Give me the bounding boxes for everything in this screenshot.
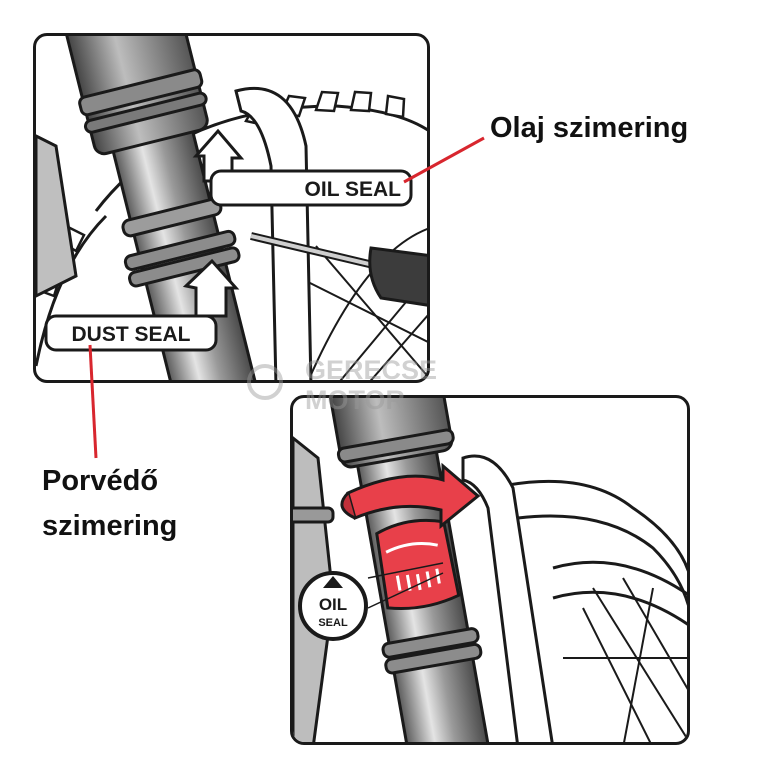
fork-seal-illustration: OIL SEAL DUST SEAL	[36, 36, 427, 380]
fender	[234, 86, 313, 380]
watermark-line2: MOTOR	[305, 385, 405, 414]
dust-seal-ring	[123, 229, 237, 272]
top-illustration-panel: OIL SEAL DUST SEAL	[33, 33, 430, 383]
dust-seal-label-text: DUST SEAL	[71, 323, 190, 346]
badge-line2: SEAL	[318, 617, 348, 629]
dust-seal-label: DUST SEAL	[44, 258, 240, 352]
left-fork-leg	[36, 134, 78, 298]
callout-dust-seal-line1: Porvédő	[42, 465, 159, 497]
callout-dust-seal-line2: szimering	[42, 510, 178, 542]
watermark-line1: GERECSE	[305, 355, 437, 385]
fender-bottom	[461, 454, 554, 742]
rotation-arrow	[346, 462, 481, 530]
seal-install-illustration: OIL SEAL	[293, 398, 687, 742]
oil-seal-label: OIL SEAL	[192, 128, 413, 207]
wheel-rim	[552, 560, 687, 626]
watermark-logo-icon	[247, 364, 283, 400]
screwdriver	[250, 232, 427, 307]
watermark: GERECSE MOTOR	[247, 355, 437, 414]
callout-oil-seal: Olaj szimering	[490, 112, 689, 144]
tire-outline	[492, 479, 687, 607]
oil-seal-badge: OIL SEAL	[298, 571, 368, 641]
bottom-illustration-panel: OIL SEAL	[290, 395, 690, 745]
badge-line1: OIL	[319, 595, 347, 614]
wheel-spokes-bottom	[563, 577, 687, 742]
seal-ring-bottom	[381, 627, 480, 659]
badge-leader	[367, 562, 444, 609]
oil-seal-label-text: OIL SEAL	[305, 178, 402, 201]
up-arrow-icon	[323, 576, 343, 588]
